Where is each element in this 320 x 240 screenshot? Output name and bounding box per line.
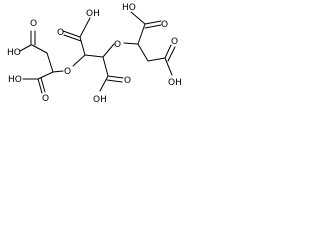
bond-center-top-acid-oh	[79, 17, 91, 38]
left-top-acid-o-label: O	[30, 19, 37, 29]
bond-right-ch2-to-bottom-acid	[147, 57, 166, 62]
bond-lines	[19, 11, 176, 94]
bond-center-top-acid-double-o-2	[63, 34, 82, 42]
chemical-structure-diagram: HO O HO O O OH O O OH O HO O O OH	[7, 3, 182, 105]
bond-right-top-acid-double-o-2	[144, 24, 162, 29]
bond-center-bottom-acid-double-o-1	[107, 75, 124, 79]
bond-right-bottom-acid-double-o-1	[164, 44, 172, 59]
center-top-acid-o-label: O	[57, 28, 64, 38]
center-bottom-acid-oh-label: OH	[93, 95, 107, 105]
bond-center-ch-to-top-acid	[79, 36, 86, 56]
ether-left-o-label: O	[64, 67, 71, 77]
bond-center-ch-to-ether-o-right	[102, 43, 115, 58]
bond-left-ch-to-ether-o	[52, 70, 64, 73]
bond-ether-o-right-to-ch	[123, 42, 139, 45]
bond-left-ch-to-bottom-acid	[37, 71, 54, 80]
left-bottom-acid-oh-label: HO	[8, 75, 22, 85]
right-bottom-acid-o-label: O	[171, 37, 178, 47]
bond-left-ch2-ch	[46, 52, 54, 73]
bond-left-bottom-acid-double-o-1	[37, 78, 43, 94]
bond-right-top-acid-ho	[130, 11, 146, 25]
bond-center-bottom-acid-double-o-2	[106, 79, 123, 83]
bond-right-bottom-acid-double-o-2	[167, 46, 176, 62]
bond-center-bottom-acid-oh	[99, 75, 109, 92]
atom-labels: HO O HO O O OH O O OH O HO O O OH	[7, 3, 182, 105]
bond-center-ch-to-ch	[84, 54, 104, 58]
bond-center-ch-to-bottom-acid	[102, 56, 109, 77]
bond-center-top-acid-double-o-1	[62, 30, 81, 38]
bond-ether-o-to-center-ch	[72, 54, 86, 67]
bond-left-top-acid-oh	[19, 44, 32, 52]
right-top-acid-ho-label: HO	[122, 3, 136, 13]
center-top-acid-oh-label: OH	[86, 9, 100, 19]
bond-right-ch-to-top-acid	[137, 23, 146, 45]
bond-right-top-acid-double-o-1	[144, 20, 162, 25]
left-top-acid-oh-label: HO	[7, 48, 21, 58]
center-bottom-acid-o-label: O	[124, 76, 131, 86]
bond-left-bottom-acid-double-o-2	[40, 77, 46, 93]
left-bottom-acid-o-label: O	[42, 94, 49, 104]
right-top-acid-o-label: O	[161, 20, 168, 30]
bond-left-top-acid-to-ch2	[31, 44, 48, 54]
bond-right-ch-to-ch2	[137, 43, 149, 62]
bond-right-bottom-acid-oh	[164, 57, 173, 76]
right-bottom-acid-oh-label: OH	[168, 78, 182, 88]
ether-right-o-label: O	[114, 40, 121, 50]
